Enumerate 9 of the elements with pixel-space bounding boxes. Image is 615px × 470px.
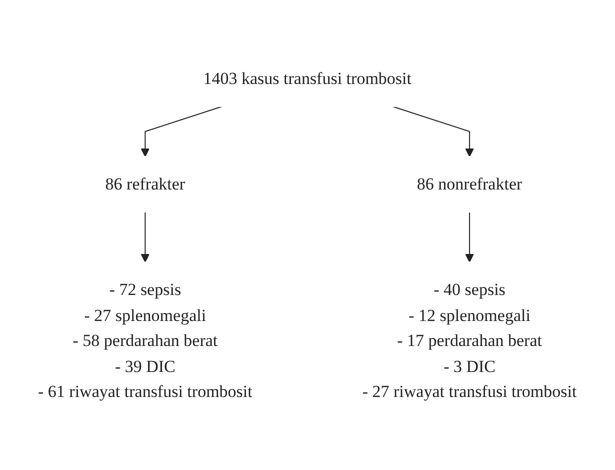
node-text: 86 nonrefrakter <box>417 174 522 194</box>
node-text: 86 refrakter <box>105 174 186 194</box>
arrow <box>392 106 474 157</box>
arrow <box>140 106 223 157</box>
arrow <box>465 211 474 262</box>
node-text: 1403 kasus transfusi trombosit <box>203 68 412 88</box>
node-text: - 40 sepsis - 12 splenomegali - 17 perdarahan berat - 3 DIC - 27 riwayat transfusi trombosit <box>362 280 577 401</box>
arrow <box>140 211 150 262</box>
node-text: - 72 sepsis - 27 splenomegali - 58 perdarahan berat - 39 DIC - 61 riwayat transfusi trombosit <box>38 280 252 401</box>
